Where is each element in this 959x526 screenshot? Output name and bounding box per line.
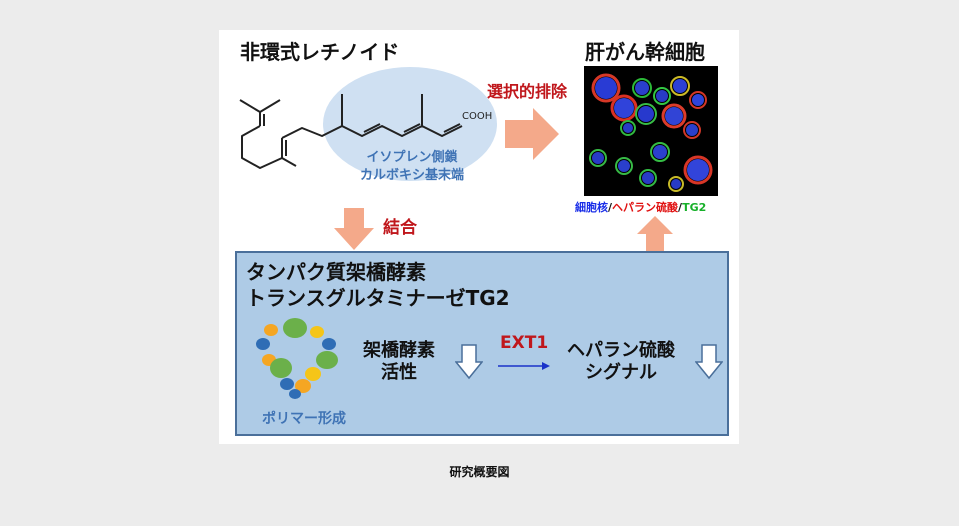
figure-caption: 研究概要図 [449,465,510,479]
stain-separator: / [678,201,683,214]
microscopy-image [584,66,718,196]
enzyme-title-line1: タンパク質架橋酵素 [246,260,426,284]
stain-nucleus: 細胞核 [575,201,608,214]
stain-separator: / [608,201,613,214]
up-arrow-icon [637,216,673,252]
enzyme-title-line2: トランスグルタミナーゼTG2 [246,286,510,310]
isoprene-line1: イソプレン側鎖 [366,150,458,165]
polymer-ring-icon [256,318,338,399]
selective-label: 選択的排除 [487,82,568,101]
stain-tg2: TG2 [682,201,707,214]
stain-heparan: ヘパラン硫酸 [612,201,679,214]
ext1-arrow-icon [498,362,550,370]
target-title: 肝がん幹細胞 [585,40,705,64]
down-arrow-icon [334,208,374,250]
cooh-label: COOH [462,111,493,122]
activity-line2: 活性 [381,362,417,383]
highlight-ellipse [323,67,497,181]
decrease-arrow-icon [455,344,483,380]
polymer-label: ポリマー形成 [262,411,346,427]
compound-title: 非環式レチノイド [240,40,400,64]
heparan-line1: ヘパラン硫酸 [567,340,675,361]
ext1-label: EXT1 [500,333,549,353]
enzyme-box [235,251,729,436]
right-arrow-icon [505,108,559,160]
heparan-line2: シグナル [585,362,657,383]
binding-label: 結合 [383,218,417,238]
decrease-arrow-icon [695,344,723,380]
stain-legend: 細胞核/ヘパラン硫酸/TG2 [575,199,706,215]
activity-line1: 架橋酵素 [363,340,435,361]
retinoid-structure [239,94,463,169]
isoprene-line2: カルボキシ基末端 [359,168,464,183]
